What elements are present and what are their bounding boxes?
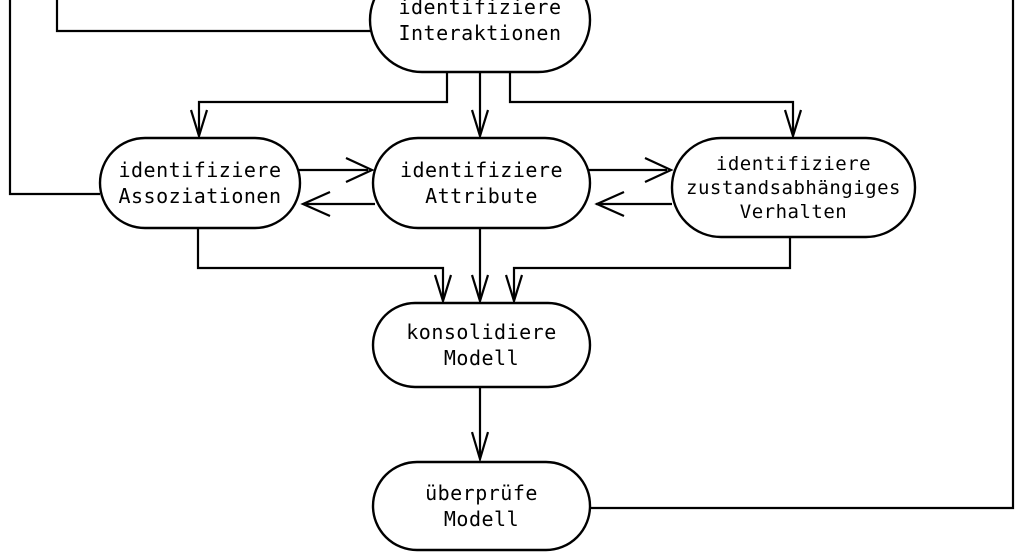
arrowhead-to-konsolidiere-left <box>433 274 453 305</box>
edge-assoziationen-to-konsolidiere <box>196 226 445 297</box>
node-shape-layer <box>98 0 917 552</box>
arrowhead-to-assoziationen <box>189 109 209 140</box>
edge-ueberpruefe-loop-right <box>590 0 1015 510</box>
arrowhead-layer <box>189 109 803 463</box>
arrowhead-to-konsolidiere-center <box>470 274 490 305</box>
arrowhead-to-verhalten-left <box>644 157 674 183</box>
edge-verhalten-to-konsolidiere <box>512 236 792 297</box>
arrowhead-to-konsolidiere-right <box>504 274 524 305</box>
node-shape-ueberpruefe-modell[interactable] <box>371 460 592 552</box>
edge-interaktionen-loop-left <box>55 0 372 33</box>
node-shape-identifiziere-assoziationen[interactable] <box>98 136 302 230</box>
arrowhead-to-verhalten-top <box>783 109 803 140</box>
edge-layer <box>8 0 1015 510</box>
arrowhead-to-attribute-left <box>345 157 375 183</box>
node-shape-identifiziere-attribute[interactable] <box>371 136 592 230</box>
node-shape-identifiziere-zustandsabhaengiges-verhalten[interactable] <box>670 136 917 239</box>
edge-interaktionen-to-verhalten <box>508 72 795 132</box>
arrowhead-to-assoziationen-right <box>300 190 331 218</box>
arrowhead-to-attribute-top <box>470 109 490 140</box>
node-shape-konsolidiere-modell[interactable] <box>371 301 592 389</box>
arrowhead-to-attribute-right <box>594 190 625 218</box>
edge-assoziationen-loop-left <box>8 0 100 196</box>
arrowhead-to-ueberpruefe <box>470 431 490 463</box>
edge-interaktionen-to-assoziationen <box>197 72 449 132</box>
node-shape-identifiziere-interaktionen[interactable] <box>368 0 592 74</box>
